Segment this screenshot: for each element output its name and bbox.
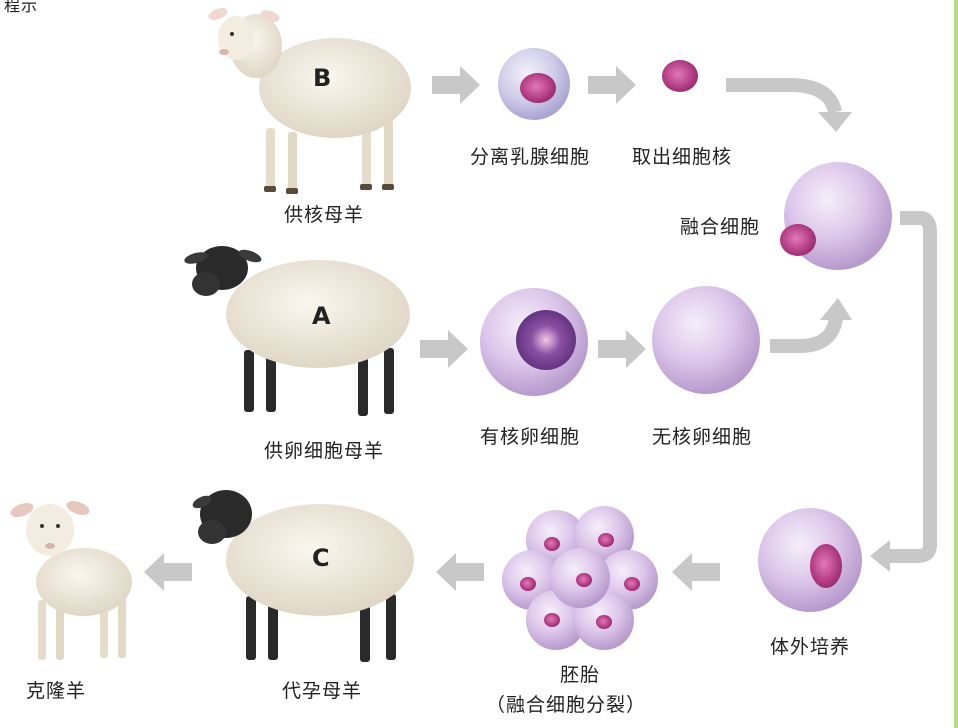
enucleated-egg [652,286,760,394]
sheep-b [208,8,411,194]
extracted-nucleus [662,60,698,92]
nucleated-egg-label: 有核卵细胞 [480,426,581,448]
sheep-b-label: 供核母羊 [284,204,365,226]
fused-cell [780,162,892,270]
arrow-nucleus-to-fusion [726,78,842,114]
embryo-cluster [502,506,658,650]
arrow-embryo-to-c [436,553,484,591]
nucleus-label: 取出细胞核 [632,146,733,168]
header-fragment: 程示 [4,0,39,15]
enucleated-egg-label: 无核卵细胞 [652,426,753,448]
sheep-b-letter: B [313,64,332,92]
embryo-label: 胚胎 [560,664,601,686]
sheep-c-label: 代孕母羊 [282,680,363,702]
mammary-cell-label: 分离乳腺细胞 [470,146,591,168]
arrow-a-to-egg [420,330,468,368]
arrow-enucleated-to-fusion [770,316,843,353]
arrow-mammary-to-nucleus [588,66,636,104]
arrow-c-to-clone [144,553,192,591]
sheep-a-label: 供卵细胞母羊 [264,440,385,462]
process-arrows [144,66,720,591]
arrow-b-to-mammary [432,66,480,104]
curved-arrows [726,78,937,563]
sheep-a [184,246,410,416]
embryo-sublabel: （融合细胞分裂） [486,694,647,716]
arrowhead-up-fusion [820,298,852,320]
mammary-cell [498,48,570,120]
nucleated-egg [480,288,588,396]
arrowhead-left-culture [870,540,890,572]
clone-lamb [10,501,132,660]
arrow-culture-to-embryo [672,553,720,591]
arrow-fusion-to-culture [888,211,937,563]
arrowhead-down-fusion [818,112,852,132]
arrow-egg-to-enucleated [598,330,646,368]
sheep-a-letter: A [312,302,331,330]
clone-label: 克隆羊 [26,680,87,702]
culture-cell [758,508,862,612]
sheep-c-letter: C [312,544,330,572]
culture-label: 体外培养 [770,636,851,658]
fused-cell-label: 融合细胞 [680,216,761,238]
page-edge-bar [954,0,958,728]
sheep-c [192,490,414,662]
